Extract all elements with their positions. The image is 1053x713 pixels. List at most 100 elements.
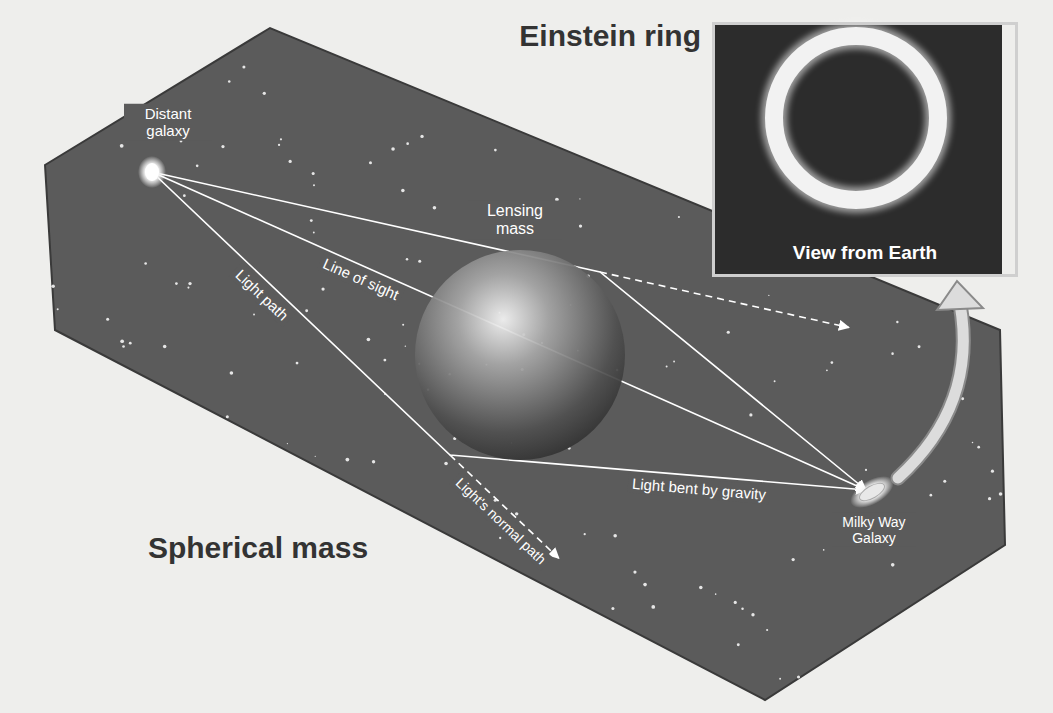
star (405, 345, 406, 346)
star (401, 189, 405, 193)
star (315, 456, 316, 457)
star (183, 194, 186, 197)
star (774, 380, 776, 382)
star (406, 142, 409, 145)
normal-path (600, 272, 849, 328)
star (420, 135, 423, 138)
star (163, 345, 167, 349)
star (715, 593, 717, 595)
star (751, 613, 754, 616)
star (579, 198, 580, 199)
star (930, 494, 933, 497)
inset-box: Einstein ringView from Earth (712, 22, 1018, 277)
star (737, 643, 740, 646)
star (129, 342, 132, 345)
star (433, 206, 437, 210)
star (779, 678, 781, 680)
normal-path (450, 455, 559, 558)
star (943, 480, 946, 483)
star (226, 415, 229, 418)
star (187, 287, 189, 289)
einstein-ring (774, 36, 938, 200)
star (296, 362, 299, 365)
section-heading: Spherical mass (144, 530, 372, 567)
star (242, 66, 245, 69)
star (633, 570, 636, 573)
star (613, 534, 617, 538)
inset-caption: View from Earth (715, 242, 1015, 264)
star (865, 469, 867, 471)
star (280, 138, 282, 140)
star (579, 224, 582, 227)
view-arrow-outline (898, 304, 963, 478)
star (673, 361, 675, 363)
distant-galaxy (145, 163, 159, 181)
star (321, 287, 324, 290)
inset-heading: Einstein ring (519, 19, 701, 53)
star (766, 629, 768, 631)
star (699, 586, 703, 590)
star (57, 308, 59, 310)
path-label: Line of sight (316, 252, 405, 306)
star (221, 145, 224, 148)
star (918, 345, 921, 348)
path-label: Light path (229, 262, 296, 327)
star (287, 443, 288, 444)
star (678, 216, 680, 218)
star (144, 262, 147, 265)
star (305, 309, 308, 312)
star (826, 369, 828, 371)
star (51, 284, 55, 288)
star (831, 361, 834, 364)
star (972, 442, 974, 444)
star (120, 144, 124, 148)
star (666, 366, 668, 368)
star (122, 345, 125, 348)
path-label: Light bent by gravity (627, 473, 770, 504)
star (312, 172, 315, 175)
star (741, 608, 743, 610)
view-arrow-head (937, 281, 983, 310)
path-label: Light's normal path (449, 471, 553, 571)
star (196, 164, 199, 167)
star (494, 149, 497, 152)
star (230, 371, 234, 375)
star (896, 321, 898, 323)
star (367, 338, 371, 342)
star (891, 563, 895, 567)
star (188, 282, 191, 285)
star (797, 675, 800, 678)
star (768, 295, 769, 296)
star (991, 470, 994, 473)
star (310, 219, 313, 222)
star (391, 147, 395, 151)
star (749, 413, 752, 416)
star (823, 549, 825, 551)
star (792, 558, 795, 561)
star (961, 397, 964, 400)
star (611, 607, 614, 610)
view-arrow (898, 304, 963, 478)
star (988, 497, 991, 500)
star (369, 161, 372, 164)
lensing-sphere (415, 250, 625, 460)
star (651, 605, 655, 609)
star (175, 282, 178, 285)
star (278, 144, 280, 146)
star (345, 458, 349, 462)
star (228, 80, 231, 83)
star (402, 324, 404, 326)
star (372, 460, 375, 463)
star (515, 512, 518, 515)
star (263, 92, 266, 95)
star (418, 260, 421, 263)
star (444, 462, 448, 466)
mass-label: Lensing mass (468, 201, 562, 240)
ring-glow (774, 36, 938, 200)
star (406, 258, 409, 261)
galaxy-glow (138, 156, 166, 188)
star (120, 339, 124, 343)
star (289, 160, 292, 163)
star (643, 583, 647, 587)
star (313, 232, 315, 234)
